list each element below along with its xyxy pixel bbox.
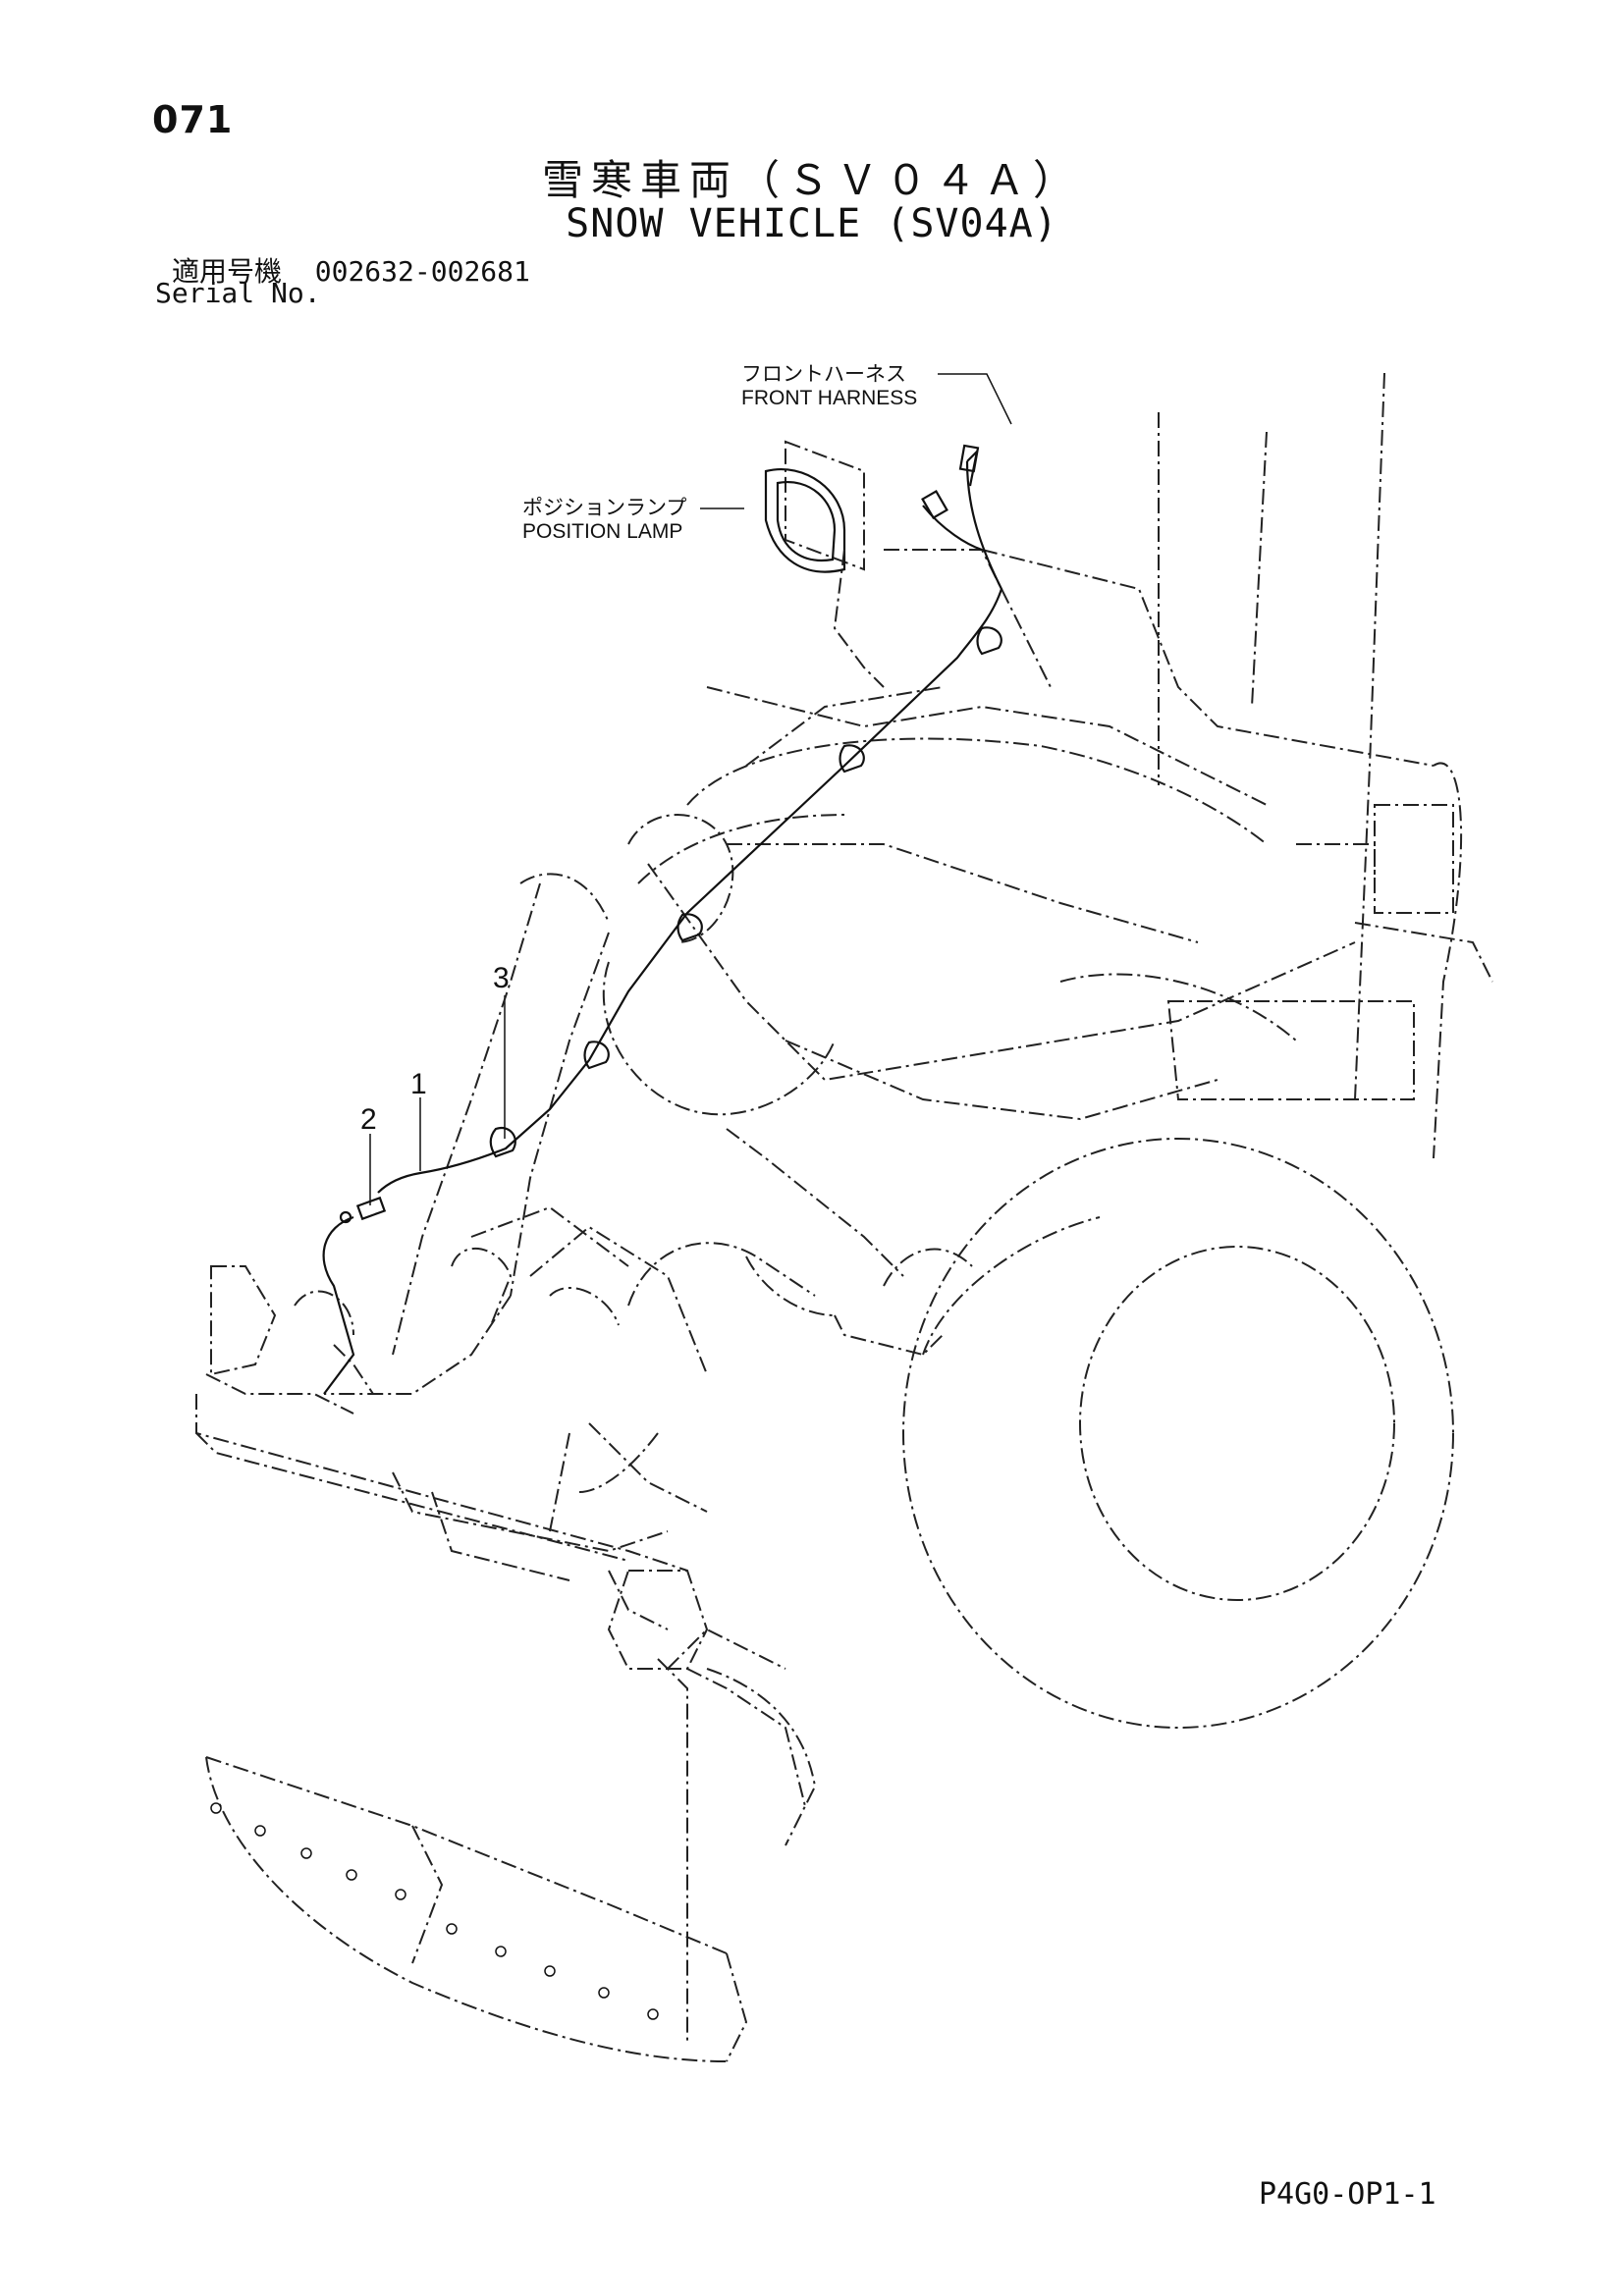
- callout-front-harness: フロントハーネス FRONT HARNESS: [741, 363, 917, 410]
- connector-item-2: [355, 1196, 387, 1221]
- page-number: 071: [152, 98, 234, 141]
- callout-front-harness-en: FRONT HARNESS: [741, 387, 918, 409]
- item-number-1: 1: [410, 1068, 427, 1100]
- callout-position-lamp-en: POSITION LAMP: [522, 520, 683, 543]
- blade-holes: [210, 1802, 659, 2020]
- callout-position-lamp: ポジションランプ POSITION LAMP: [522, 497, 686, 544]
- item-number-3: 3: [493, 962, 510, 994]
- callout-position-lamp-jp: ポジションランプ: [522, 497, 687, 519]
- serial-range: 002632-002681: [314, 255, 530, 288]
- machine-outline: [195, 372, 1493, 2062]
- clamp-item-3: [489, 626, 1002, 1158]
- harness-connector-mid: [921, 489, 948, 520]
- leader-lines: [369, 373, 1012, 1205]
- serial-label-en: Serial No.: [155, 277, 321, 309]
- harness-wire: [377, 460, 1003, 1194]
- callout-front-harness-jp: フロントハーネス: [741, 363, 906, 386]
- document-code: P4G0-OP1-1: [1259, 2177, 1436, 2212]
- serial-line-jp: 適用号機 002632-002681: [172, 250, 530, 290]
- page-title-en: SNOW VEHICLE (SV04A): [566, 201, 1058, 246]
- harness-connector-top: [958, 444, 980, 473]
- serial-label-jp: 適用号機: [172, 255, 283, 288]
- front-harness-leader: [938, 373, 1012, 425]
- wheel: [902, 1138, 1454, 1729]
- position-lamp: [764, 440, 885, 688]
- item-number-2: 2: [360, 1103, 377, 1136]
- wiring-harness: [322, 444, 1003, 1395]
- page-title-jp: 雪寒車両（ＳＶ０４Ａ）: [541, 156, 1082, 204]
